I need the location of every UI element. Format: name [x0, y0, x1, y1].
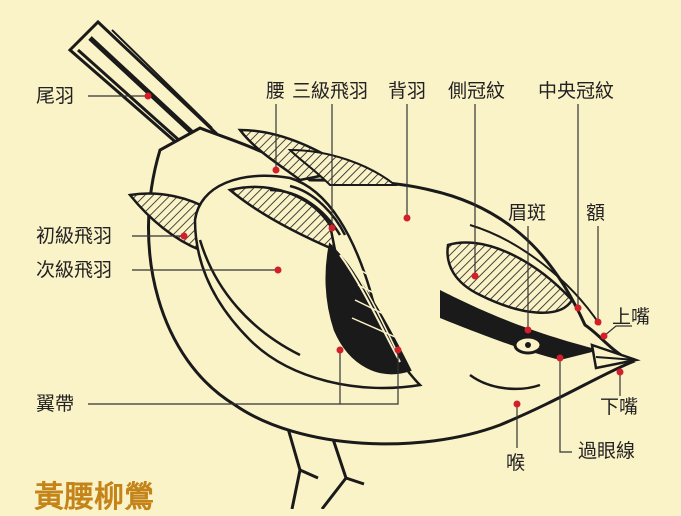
marker-forehead [594, 318, 602, 326]
markers [144, 92, 624, 408]
marker-tail [144, 92, 152, 100]
label-wing-bar: 翼帶 [36, 393, 75, 415]
lateral-crown-stripe [446, 241, 574, 314]
label-lateral-crown-stripe: 側冠紋 [448, 80, 506, 102]
label-central-crown-stripe: 中央冠紋 [538, 80, 615, 102]
label-forehead: 額 [586, 202, 606, 224]
marker-back [403, 214, 411, 222]
crown-line [469, 224, 601, 326]
marker-eye-line [556, 354, 564, 362]
label-secondaries: 次級飛羽 [36, 259, 113, 281]
marker-upper-mandible [600, 332, 608, 340]
label-supercilium: 眉斑 [508, 202, 547, 224]
marker-lateral-crown [471, 272, 479, 280]
marker-tertials [328, 224, 336, 232]
label-tertials: 三級飛羽 [292, 80, 369, 102]
marker-rump [272, 166, 280, 174]
label-primaries: 初級飛羽 [36, 225, 113, 247]
eye-stripe-dark [440, 290, 600, 360]
label-lower-mandible: 下嘴 [600, 396, 639, 418]
leader-lines [88, 95, 632, 453]
marker-supercilium [524, 326, 532, 334]
wing [193, 174, 423, 390]
diagram-title: 黃腰柳鶯 [34, 480, 154, 515]
marker-throat [513, 400, 521, 408]
marker-wingbar-2 [394, 346, 402, 354]
marker-wingbar-1 [336, 346, 344, 354]
marker-secondaries [274, 266, 282, 274]
back-stripe [287, 148, 398, 186]
label-eye-line: 過眼線 [578, 440, 636, 462]
bird-feet [283, 417, 365, 509]
beak [590, 343, 641, 370]
marker-central-crown [574, 304, 582, 312]
label-back-feathers: 背羽 [388, 80, 427, 102]
label-upper-mandible: 上嘴 [612, 306, 651, 328]
label-throat: 喉 [506, 452, 526, 474]
label-rump: 腰 [266, 80, 286, 102]
label-tail-feathers: 尾羽 [36, 85, 75, 107]
marker-lower-mandible [616, 368, 624, 376]
marker-primaries [180, 232, 188, 240]
